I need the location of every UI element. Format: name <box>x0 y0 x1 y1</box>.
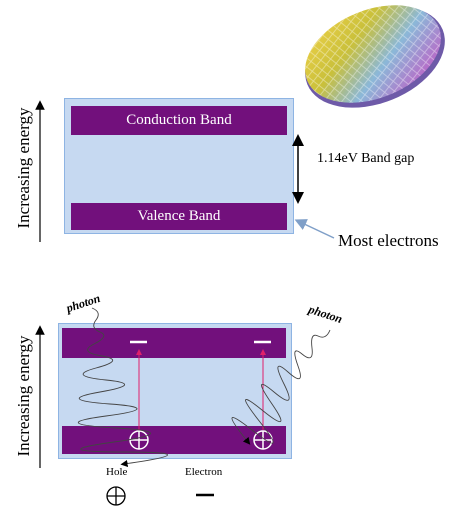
bottom-band-box <box>58 323 292 459</box>
conduction-band: Conduction Band <box>71 106 287 135</box>
top-band-box: Conduction Band Valence Band <box>64 98 294 234</box>
photon-wave-left <box>78 307 168 468</box>
band-gap-label: 1.14eV Band gap <box>317 151 415 166</box>
most-electrons-pointer <box>294 219 335 239</box>
legend-hole-label: Hole <box>106 466 128 478</box>
valence-band-label: Valence Band <box>137 208 221 224</box>
silicon-wafer-icon <box>305 5 445 108</box>
photon-wave-right <box>231 329 331 445</box>
bottom-conduction-band <box>62 328 286 358</box>
valence-band: Valence Band <box>71 203 287 230</box>
most-electrons-label: Most electrons <box>338 231 439 250</box>
conduction-band-label: Conduction Band <box>126 112 232 128</box>
hole-left-icon <box>129 430 149 450</box>
legend-hole-icon <box>106 486 126 506</box>
legend-electron-label: Electron <box>185 466 223 478</box>
hole-right-icon <box>253 430 273 450</box>
